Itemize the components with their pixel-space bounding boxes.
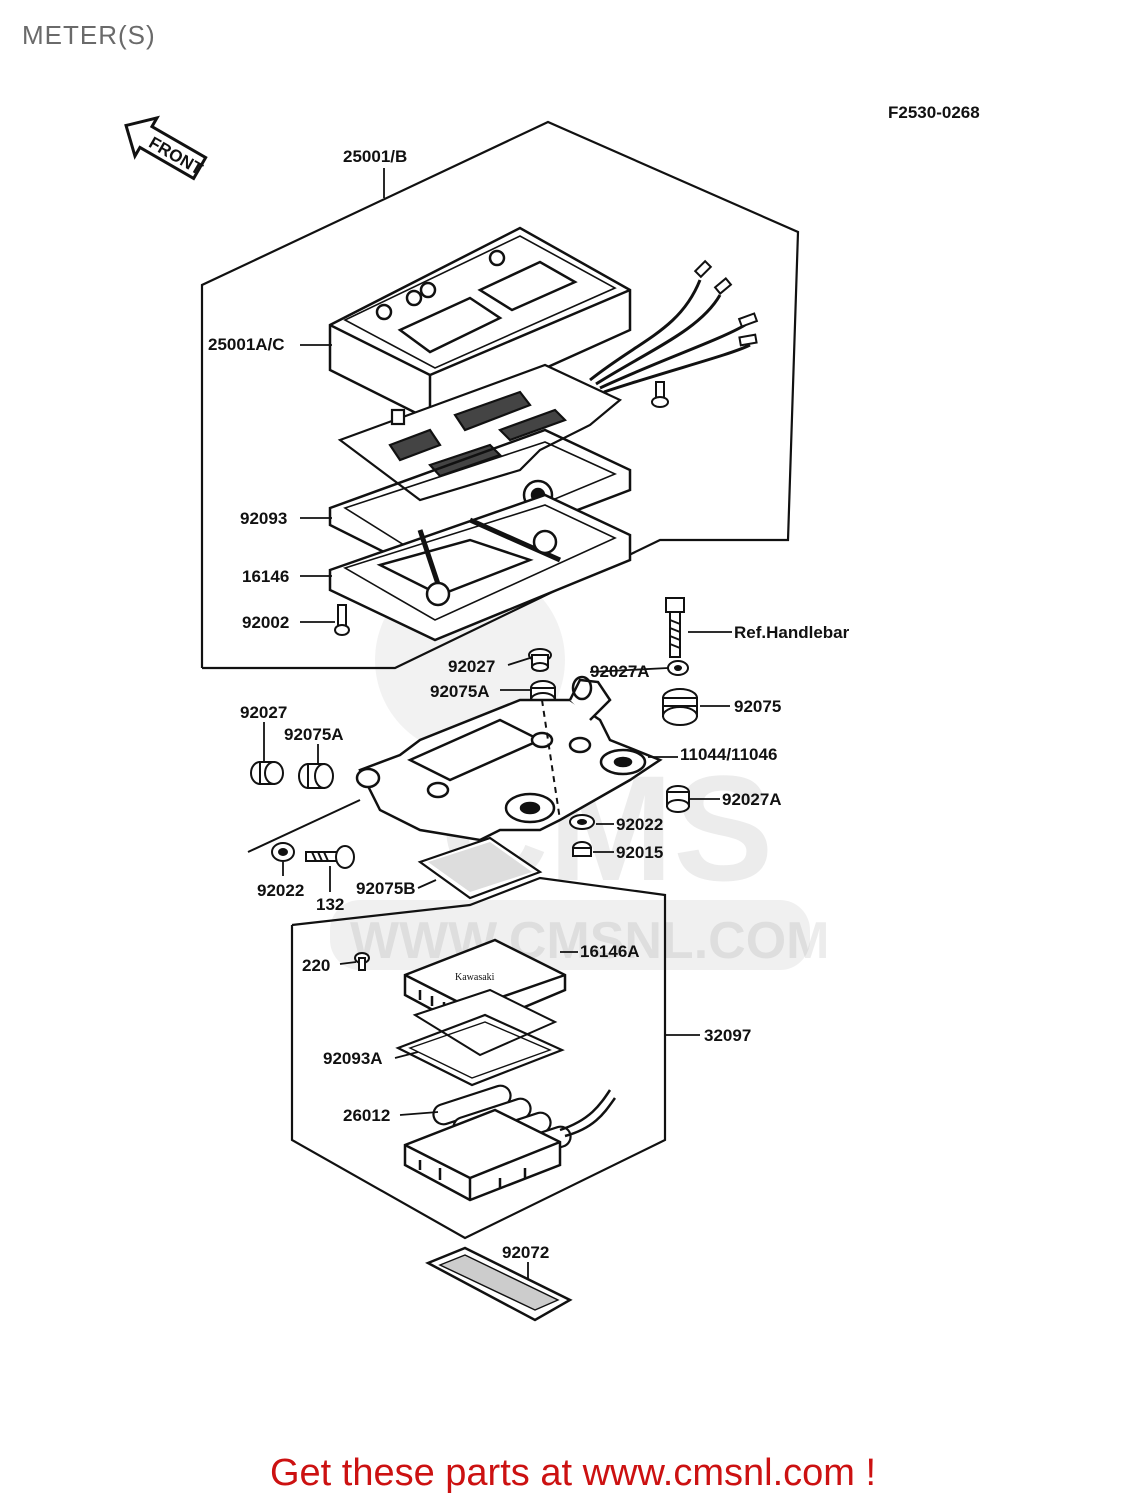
lower-guide-line xyxy=(247,799,361,853)
callout-92075A-center: 92075A xyxy=(430,682,490,701)
callout-32097: 32097 xyxy=(704,1026,751,1045)
meter-screw xyxy=(651,381,669,408)
battery-assembly-outline xyxy=(290,876,667,1240)
svg-text:Kawasaki: Kawasaki xyxy=(455,972,495,983)
callout-25001B: 25001/B xyxy=(343,147,407,166)
washer-92022-right xyxy=(569,814,595,830)
callout-92093A: 92093A xyxy=(323,1049,383,1068)
wire-connectors xyxy=(693,259,759,347)
callout-16146: 16146 xyxy=(242,567,289,586)
washer-92022-left xyxy=(271,842,295,862)
front-arrow: FRONT xyxy=(124,115,208,181)
bolt-132 xyxy=(305,845,355,869)
screw-220 xyxy=(354,952,370,971)
collar-92027A-right xyxy=(666,785,690,813)
assembly-axis-line xyxy=(541,699,561,821)
nut-92015 xyxy=(572,841,592,857)
grommet-92075A-left xyxy=(298,763,334,789)
callout-92015: 92015 xyxy=(616,843,663,862)
meter-assembly-outline xyxy=(200,120,800,670)
circuit-board xyxy=(337,363,623,502)
callout-92002: 92002 xyxy=(242,613,289,632)
callout-26012: 26012 xyxy=(343,1106,390,1125)
callout-220: 220 xyxy=(302,956,330,975)
bracket-11044 xyxy=(355,675,663,842)
case-16146 xyxy=(328,493,632,642)
callout-132: 132 xyxy=(316,895,344,914)
meter-housing xyxy=(328,226,632,422)
callout-ref-handlebar: Ref.Handlebar xyxy=(734,623,850,642)
screw-92002 xyxy=(334,604,350,636)
page-title: METER(S) xyxy=(22,20,156,50)
gasket-92093A xyxy=(395,1013,565,1087)
grommet-92075-right xyxy=(662,688,698,726)
callout-92075: 92075 xyxy=(734,697,781,716)
callout-16146A: 16146A xyxy=(580,942,640,961)
callout-92027A-top: 92027A xyxy=(590,662,650,681)
callout-25001AC: 25001A/C xyxy=(208,335,285,354)
callout-92027-left: 92027 xyxy=(240,703,287,722)
wiring-harness xyxy=(589,279,751,394)
callout-92072: 92072 xyxy=(502,1243,549,1262)
watermark-url-band xyxy=(330,900,810,970)
callout-labels: 25001/B 25001A/C 92093 16146 92002 Ref.H… xyxy=(208,147,850,1262)
leader-lines xyxy=(263,168,732,1280)
collar-92027-center xyxy=(528,648,552,672)
handlebar-bolt xyxy=(665,597,685,658)
callout-92075B: 92075B xyxy=(356,879,416,898)
watermark-url: WWW.CMSNL.COM xyxy=(350,912,829,970)
battery-leads xyxy=(559,1089,617,1138)
callout-92075A-left: 92075A xyxy=(284,725,344,744)
callout-11044-11046: 11044/11046 xyxy=(680,745,777,764)
figure-code: F2530-0268 xyxy=(888,103,980,122)
band-92072 xyxy=(425,1246,573,1322)
callout-92027-center: 92027 xyxy=(448,657,495,676)
callout-92022-left: 92022 xyxy=(257,881,304,900)
callout-92022-right: 92022 xyxy=(616,815,663,834)
battery-holder xyxy=(403,1108,562,1202)
footer-cta[interactable]: Get these parts at www.cmsnl.com ! xyxy=(269,1452,877,1494)
washer-92027A-top xyxy=(667,660,689,676)
callout-92027A-right: 92027A xyxy=(722,790,782,809)
collar-92027-left xyxy=(250,761,284,785)
pad-92075B xyxy=(417,836,543,900)
callout-92093: 92093 xyxy=(240,509,287,528)
